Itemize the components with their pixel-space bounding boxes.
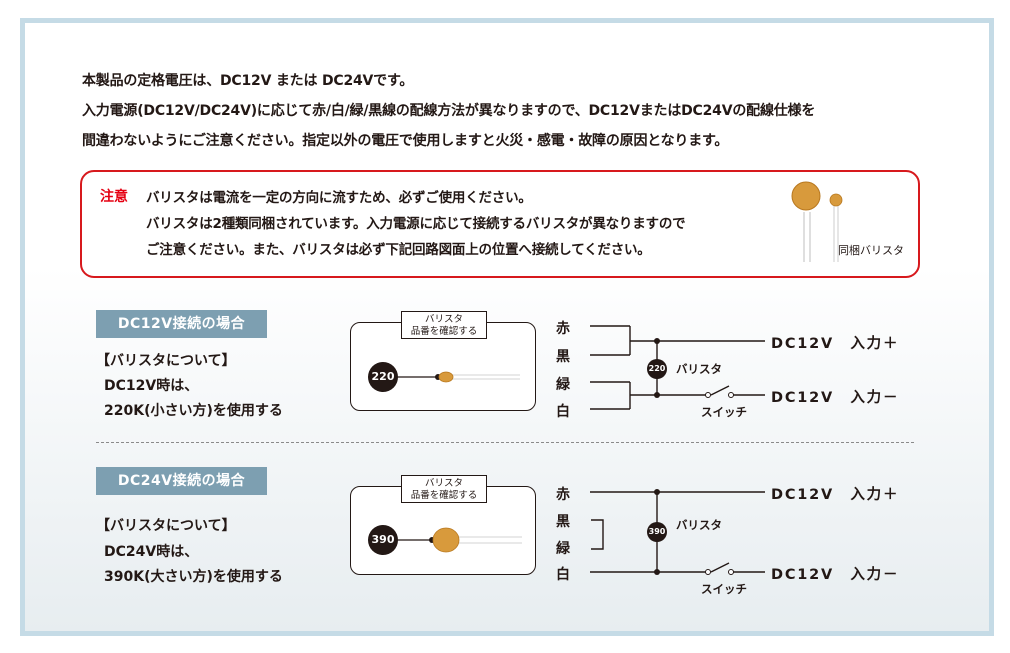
dc24v-wire-black: 黒 (556, 514, 570, 530)
dc24v-wire-green: 緑 (556, 541, 570, 557)
section-divider (96, 442, 914, 443)
dc12v-wire-black: 黒 (556, 349, 570, 365)
dc24v-info-heading: 【バリスタについて】 (96, 518, 236, 534)
box-tag-line-2: 品番を確認する (410, 326, 478, 337)
caution-label: 注意 (100, 189, 128, 205)
caution-line-3: ご注意ください。また、バリスタは必ず下記回路図面上の位置へ接続してください。 (146, 242, 651, 258)
bundled-varistors-image (791, 181, 843, 262)
intro-line-1: 本製品の定格電圧は、DC12V または DC24Vです。 (82, 73, 414, 89)
dc12v-code-badge: 220 (368, 362, 398, 392)
dc12v-output-plus: DC12V 入力＋ (771, 336, 900, 352)
caution-box: 注意 バリスタは電流を一定の方向に流すため、必ずご使用ください。 バリスタは2種… (80, 170, 920, 278)
check-part-tag: バリスタ 品番を確認する (401, 475, 487, 503)
dc24v-circuit-varistor-badge: 390 (647, 522, 667, 542)
dc24v-info-line-1: DC24V時は、 (104, 544, 199, 560)
box-tag-line-1: バリスタ (424, 478, 463, 489)
section-title-dc24v: DC24V接続の場合 (96, 467, 267, 495)
bundled-varistor-label: 同梱バリスタ (838, 244, 904, 257)
dc24v-code-badge: 390 (368, 525, 398, 555)
dc24v-output-plus: DC12V 入力＋ (771, 487, 900, 503)
intro-line-2: 入力電源(DC12V/DC24V)に応じて赤/白/緑/黒線の配線方法が異なります… (82, 103, 816, 119)
dc12v-wire-white: 白 (556, 404, 570, 420)
dc12v-varistor-label: バリスタ (676, 362, 722, 376)
dc12v-wire-red: 赤 (556, 321, 570, 337)
box-tag-line-2: 品番を確認する (410, 490, 478, 501)
dc24v-wire-white: 白 (556, 567, 570, 583)
dc12v-circuit-varistor-badge: 220 (647, 359, 667, 379)
dc12v-info-heading: 【バリスタについて】 (96, 353, 236, 369)
dc24v-varistor-label: バリスタ (676, 518, 722, 532)
dc24v-wire-red: 赤 (556, 487, 570, 503)
dc24v-output-minus: DC12V 入力－ (771, 567, 900, 583)
dc12v-switch-label: スイッチ (701, 405, 747, 419)
dc12v-info-line-2: 220K(小さい方)を使用する (104, 403, 283, 419)
dc12v-wire-green: 緑 (556, 377, 570, 393)
check-part-tag: バリスタ 品番を確認する (401, 311, 487, 339)
section-title-dc12v: DC12V接続の場合 (96, 310, 267, 338)
intro-line-3: 間違わないようにご注意ください。指定以外の電圧で使用しますと火災・感電・故障の原… (82, 133, 729, 149)
caution-line-1: バリスタは電流を一定の方向に流すため、必ずご使用ください。 (146, 190, 532, 206)
intro-text: 本製品の定格電圧は、DC12V または DC24Vです。 入力電源(DC12V/… (82, 66, 962, 156)
dc24v-info-line-2: 390K(大さい方)を使用する (104, 569, 283, 585)
dc12v-output-minus: DC12V 入力－ (771, 390, 900, 406)
caution-line-2: バリスタは2種類同梱されています。入力電源に応じて接続するバリスタが異なりますの… (146, 216, 686, 232)
dc24v-switch-label: スイッチ (701, 582, 747, 596)
dc12v-info-line-1: DC12V時は、 (104, 378, 199, 394)
box-tag-line-1: バリスタ (424, 314, 463, 325)
